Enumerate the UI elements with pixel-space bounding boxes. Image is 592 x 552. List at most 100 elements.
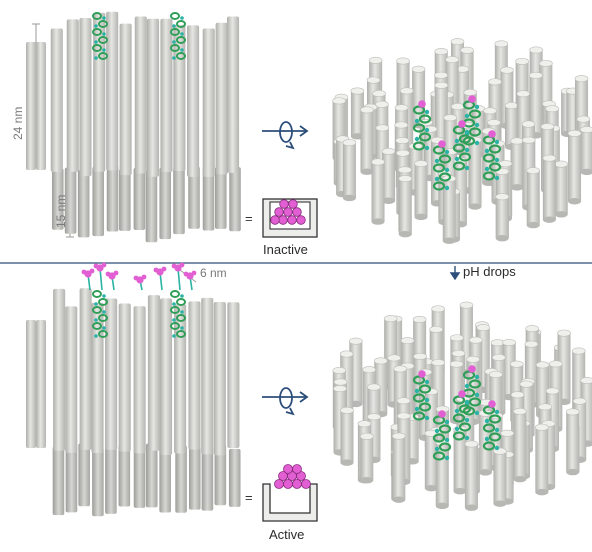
rod-cap [502,339,517,347]
rod-base [542,216,556,223]
strand [172,334,176,338]
rod-cap [525,325,539,333]
cargo-molecule [153,267,159,273]
rod-cap [411,65,426,73]
height-label-24nm: 24 nm [11,106,25,140]
rod [188,301,201,450]
helix [488,162,502,172]
rod-base [493,500,507,507]
rod [360,436,374,481]
rod-cap [357,420,372,428]
rod [360,109,374,172]
rod [50,28,63,172]
cargo-molecule [171,263,177,269]
strand [94,334,98,338]
strand [494,139,500,145]
rod [201,297,214,455]
rod-cap [349,337,363,345]
rod-cap [445,56,459,64]
rod-cap [342,139,357,147]
strand [180,32,184,36]
rod [495,196,509,239]
rod [106,165,119,232]
helix [98,330,108,338]
strand [94,318,98,322]
rod-cap [383,315,398,323]
rod-cap [483,107,497,115]
rod [79,288,92,450]
rod-cap [540,123,555,131]
rod-cap [396,149,410,157]
helix [170,322,180,330]
rod-cap [362,366,376,374]
rod [91,302,104,454]
rod [145,443,158,508]
rod-cap [463,88,478,96]
rod-base [526,221,540,229]
rod-cap [571,347,586,355]
rod [542,158,556,220]
helix [432,451,446,461]
cargo-molecule [488,400,496,408]
nanostructure-side-view-bottom [26,262,241,517]
rod-cap [490,339,505,347]
equals-sign: = [245,211,253,226]
rod [554,164,568,215]
helix [176,36,186,44]
rod [414,163,428,217]
rod [51,168,64,230]
rod-cap [332,97,346,105]
rotate-arrow-icon [262,121,309,150]
strand [414,136,420,142]
rod-base [453,488,467,495]
strand [424,379,430,385]
rod-cap [398,175,413,183]
cargo-molecule [468,95,476,103]
helix [458,404,472,414]
state-inactive-label: Inactive [263,242,308,257]
rod-base [414,213,428,221]
rod [78,443,90,507]
rod-cap [488,78,502,86]
strand [94,302,98,306]
strand [454,426,460,432]
rod [493,451,507,504]
cargo-molecule [183,271,189,277]
rod-cap [431,305,445,313]
helix [468,397,482,407]
cargo-molecule [133,275,139,281]
rod [227,302,240,449]
strand [444,167,450,173]
rod [26,320,36,448]
helix [452,161,466,171]
strand [414,406,420,412]
rod [340,410,354,463]
rod [535,427,549,493]
rod-cap [459,301,474,309]
rod-cap [565,408,580,416]
helix [418,132,432,142]
rod [580,380,592,444]
ph-trigger-label: pH drops [463,264,516,279]
rod-base [398,230,412,238]
cargo-molecule [191,270,197,276]
rod-cap [434,47,449,55]
strand [474,374,480,380]
rod [173,167,185,235]
rod [371,161,385,222]
rod-cap [394,104,409,112]
rod-cap [367,383,381,391]
rod-cap [381,147,396,155]
rod-cap [510,391,525,399]
rod-cap [339,350,354,358]
strand [102,310,106,314]
helix [412,411,426,421]
rod [118,303,131,452]
rod [146,18,160,177]
rod [453,429,467,492]
rod-cap [509,360,524,368]
rod-cap [399,87,414,95]
rod-cap [396,57,410,65]
rod [79,18,92,177]
rod-cap [450,38,465,46]
